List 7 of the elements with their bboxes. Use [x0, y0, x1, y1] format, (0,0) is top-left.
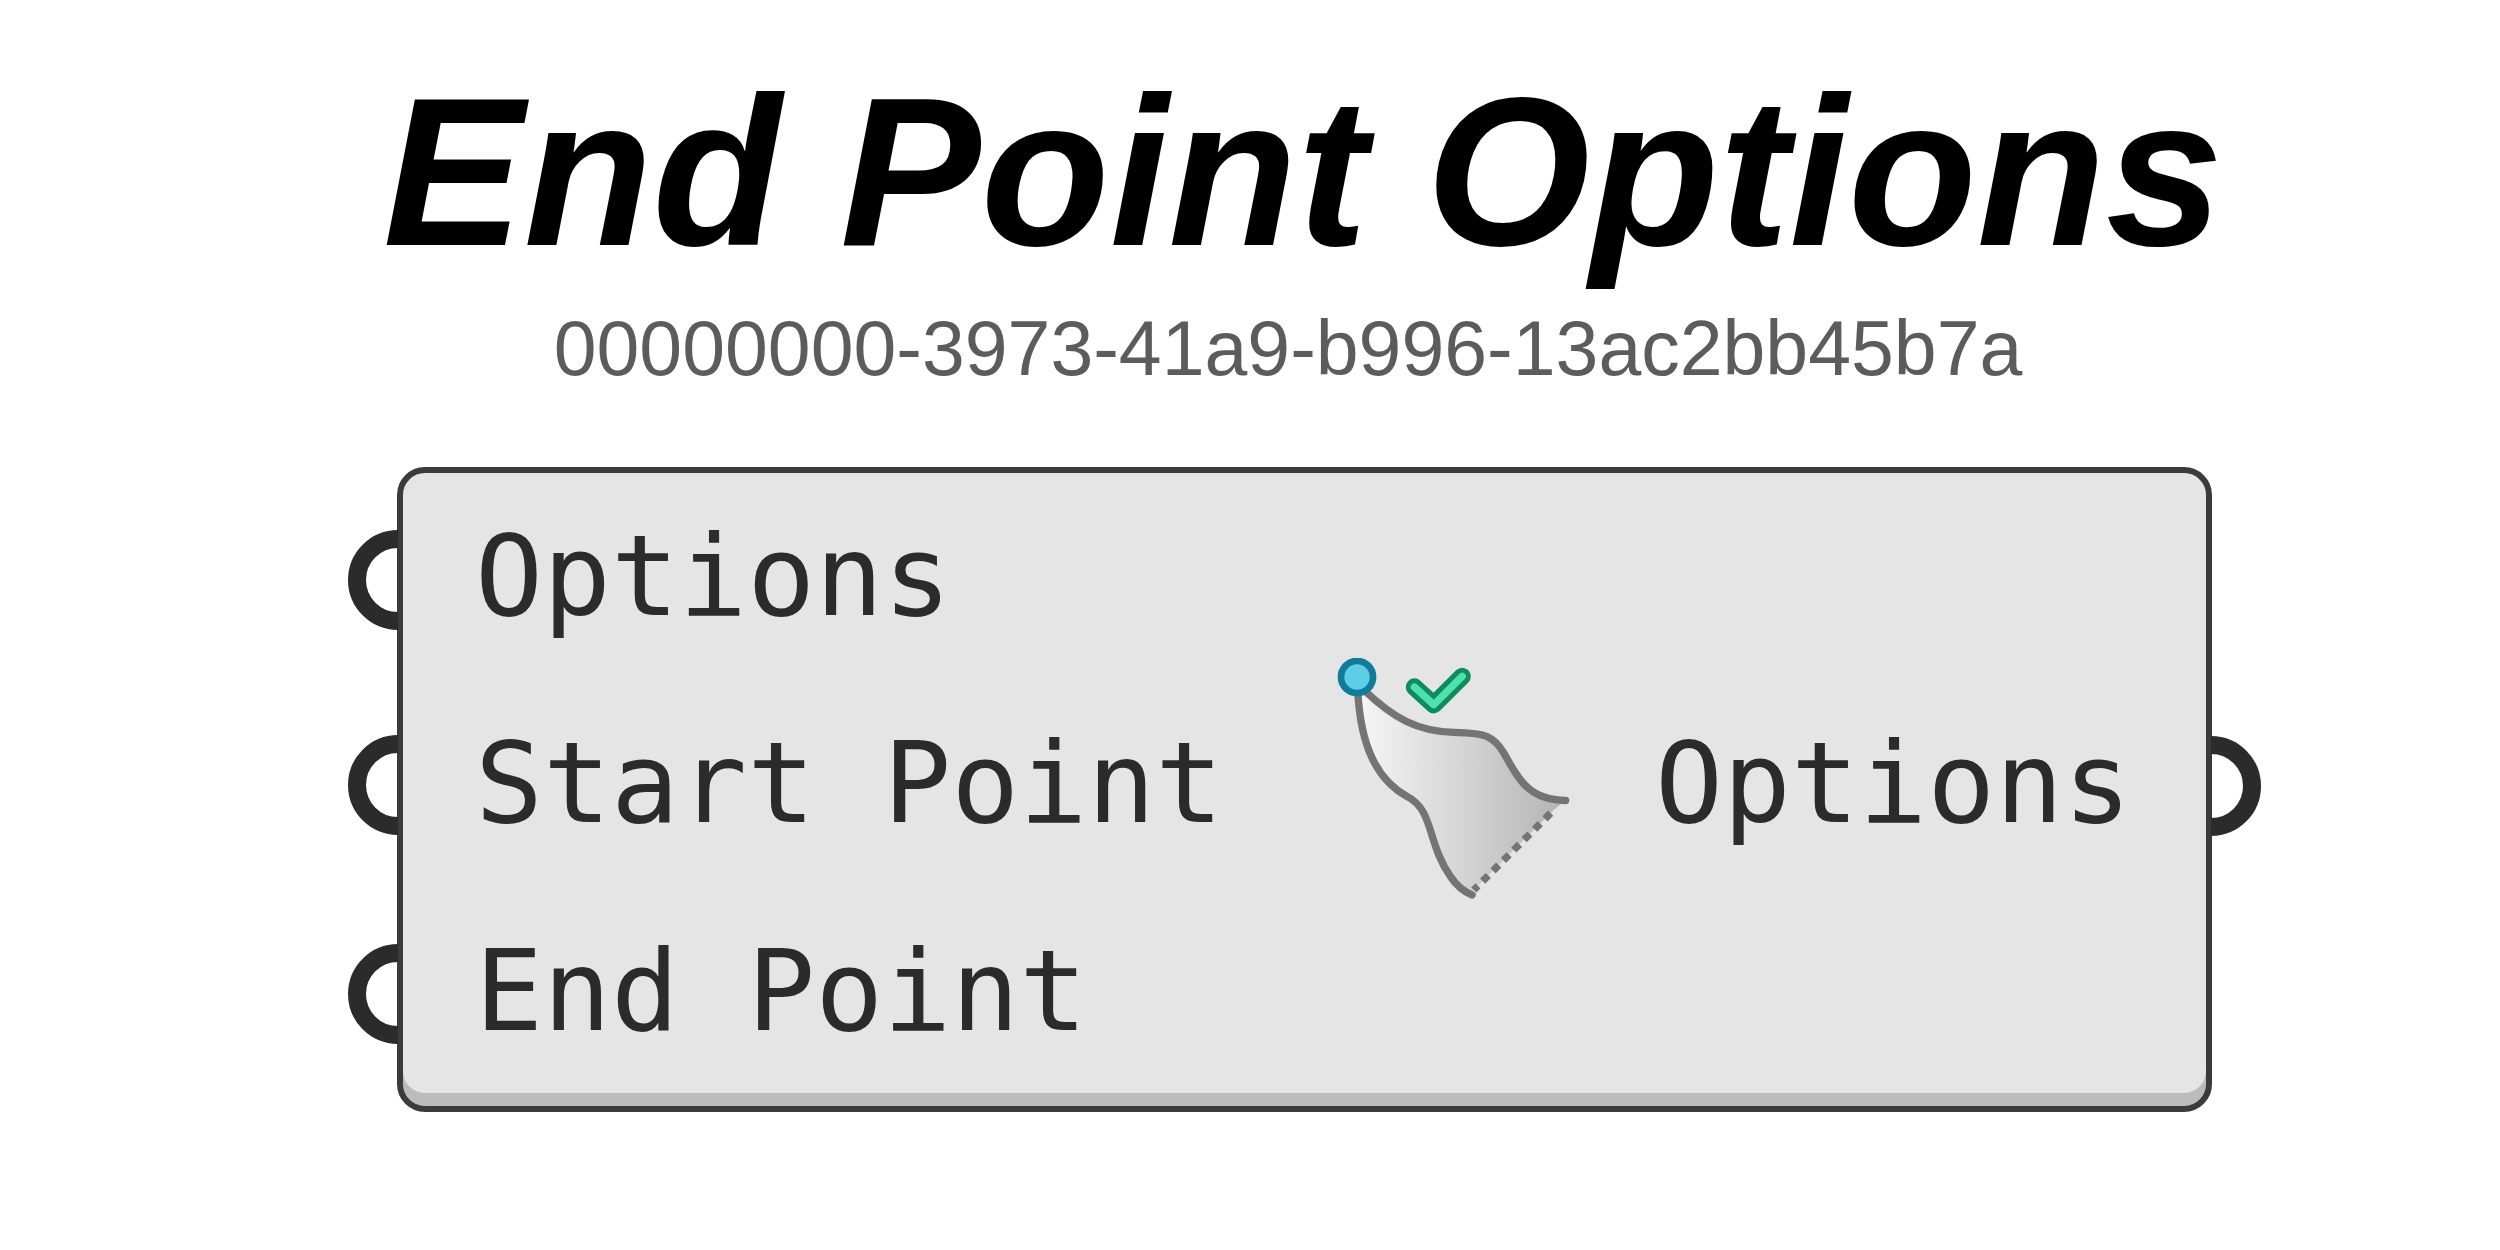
output-parameter-label: Options	[1655, 716, 2132, 851]
input-parameter-label: Start Point	[475, 716, 1224, 851]
title: End Point Options	[381, 53, 2225, 292]
input-parameter-label: End Point	[475, 924, 1088, 1059]
input-parameter-label: Options	[475, 509, 952, 644]
component-box	[397, 467, 2212, 1112]
component-id: 00000000-3973-41a9-b996-13ac2bb45b7a	[553, 304, 2023, 393]
